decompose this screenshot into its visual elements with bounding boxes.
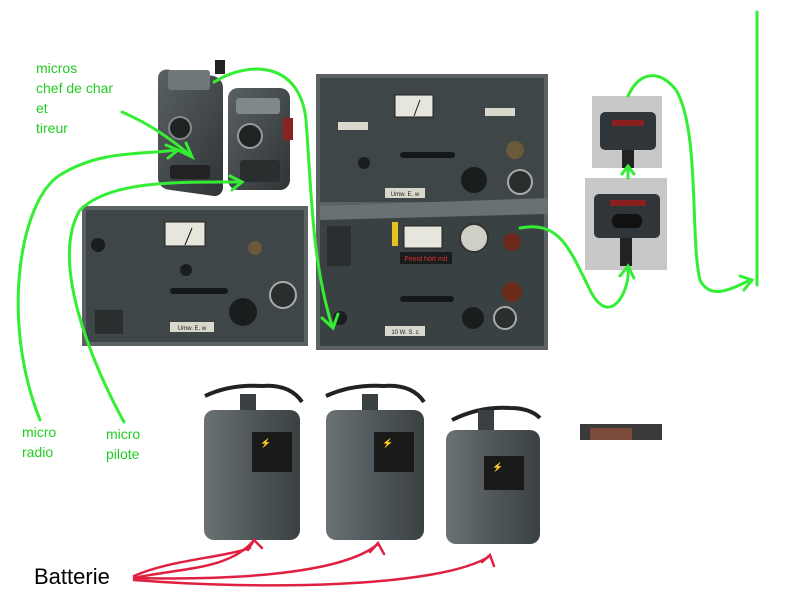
arrow-junction-top xyxy=(620,163,636,176)
wire-micro-pilote xyxy=(67,180,242,424)
receiver-left-photo: Umw. E. w xyxy=(82,206,308,346)
wire-micro-radio xyxy=(16,148,178,422)
arrow-micros xyxy=(176,141,195,161)
junction-box-bottom-photo xyxy=(585,178,667,270)
svg-text:⚡: ⚡ xyxy=(492,461,503,473)
label-line: radio xyxy=(22,444,54,460)
label-line: pilote xyxy=(106,446,140,462)
label-line: micro xyxy=(22,424,57,440)
arrow-antenna xyxy=(738,274,755,292)
wire-battery-3 xyxy=(132,554,492,587)
arrow-transmitter xyxy=(320,312,340,331)
wire-micros-label xyxy=(120,110,192,157)
intercom-boxes-photo xyxy=(158,60,293,197)
wire-battery-2 xyxy=(132,542,380,580)
wire-battery-1b xyxy=(132,546,252,578)
label-micro-pilote: micro pilote xyxy=(106,424,140,464)
label-line: et xyxy=(36,100,48,116)
arrow-junction-bottom xyxy=(618,263,636,280)
wire-junction-to-antenna xyxy=(626,74,752,294)
battery-plate-small xyxy=(580,424,662,440)
junction-box-top-photo xyxy=(592,96,662,168)
battery-1-photo: ⚡ xyxy=(204,383,304,540)
receiver-top-plate: Umw. E. w xyxy=(391,192,420,198)
arrow-battery-3 xyxy=(480,552,496,568)
arrow-battery-2 xyxy=(368,540,386,556)
arrow-battery-1 xyxy=(246,537,264,552)
label-micros-chef: micros chef de char et tireur xyxy=(36,58,113,138)
arrow-micro-pilote xyxy=(228,174,245,192)
transmitter-photo: Feind hört mit 10 W. S. c xyxy=(316,198,548,350)
transmitter-plate: 10 W. S. c xyxy=(391,330,418,336)
wire-transmitter-to-junction xyxy=(518,225,630,309)
label-micro-radio: micro radio xyxy=(22,422,56,462)
arrow-micro-radio xyxy=(164,143,181,160)
svg-text:⚡: ⚡ xyxy=(382,437,393,449)
label-line: micros xyxy=(36,60,78,76)
wire-intercom-to-transmitter xyxy=(212,67,334,328)
svg-text:⚡: ⚡ xyxy=(260,437,271,449)
label-line: micro xyxy=(106,426,141,442)
receiver-left-plate: Umw. E. w xyxy=(178,326,207,332)
receiver-top-photo: Umw. E. w xyxy=(316,74,548,206)
label-line: chef de char xyxy=(36,80,114,96)
battery-3-photo: ⚡ xyxy=(446,405,542,544)
label-line: tireur xyxy=(36,120,68,136)
label-batterie: Batterie xyxy=(34,564,110,589)
red-wiring xyxy=(132,537,496,587)
green-wiring xyxy=(16,10,759,424)
battery-2-photo: ⚡ xyxy=(325,383,426,540)
feind-warning-plate: Feind hört mit xyxy=(405,256,448,263)
